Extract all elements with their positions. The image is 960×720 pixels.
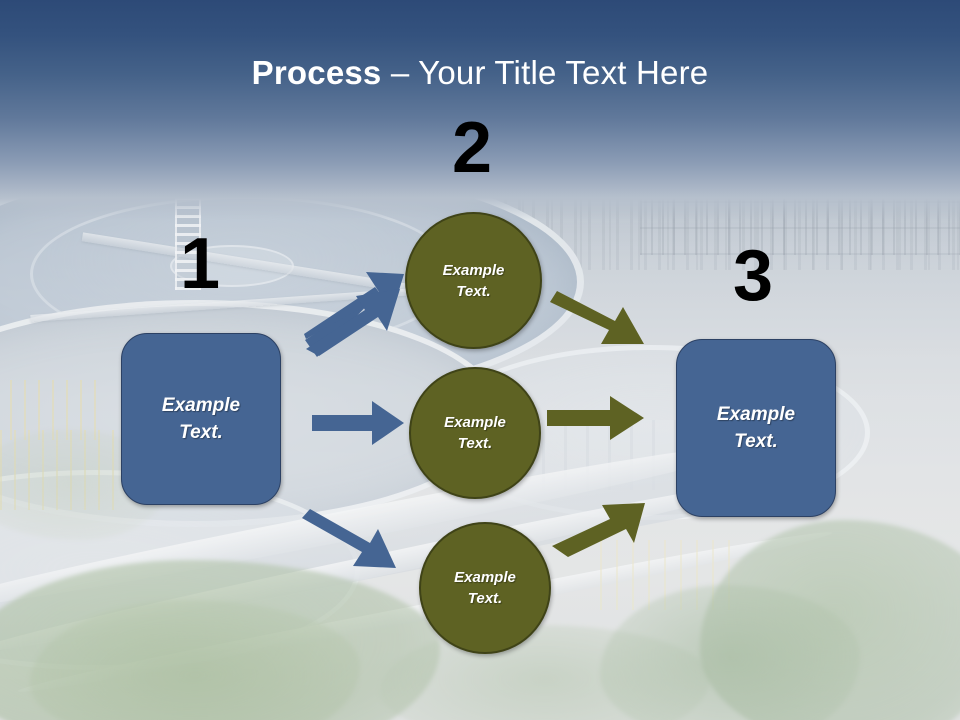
process-circle-middle-line1: Example	[444, 414, 506, 431]
step-number-1: 1	[179, 224, 221, 304]
slide-title-bold: Process	[251, 54, 382, 91]
arrow-middle-to-out	[547, 396, 644, 440]
process-input-box[interactable]: Example Text.	[121, 333, 281, 505]
vegetation-bottom-left-2	[30, 600, 360, 720]
process-circle-top-line1: Example	[442, 261, 505, 279]
arrow-in-to-middle	[312, 401, 404, 445]
vegetation-bottom-right-2	[600, 585, 860, 720]
process-circle-top-label: Example Text.	[443, 260, 505, 302]
process-output-box-label: Example Text.	[717, 401, 795, 455]
process-input-box-line1: Example	[161, 395, 241, 416]
handrail-lower-left	[0, 430, 120, 510]
step-number-2: 2	[451, 108, 493, 188]
arrow-bottom-to-out	[552, 503, 645, 557]
process-circle-middle[interactable]: Example Text.	[409, 367, 541, 499]
process-input-box-label: Example Text.	[162, 392, 240, 446]
process-output-box-line2: Text.	[734, 431, 778, 452]
arrow-in-to-top-shape	[306, 289, 400, 356]
process-circle-top-line2: Text.	[456, 282, 491, 300]
process-output-box-line1: Example	[716, 404, 796, 425]
process-circle-middle-label: Example Text.	[444, 412, 506, 454]
process-input-box-line2: Text.	[179, 422, 223, 443]
slide-title: Process – Your Title Text Here	[0, 52, 960, 94]
slide-title-rest: – Your Title Text Here	[381, 54, 709, 91]
step-number-3: 3	[732, 236, 774, 316]
process-circle-bottom-label: Example Text.	[454, 567, 516, 609]
title-band-gradient	[0, 0, 960, 220]
process-circle-bottom-line2: Text.	[467, 590, 503, 607]
arrow-top-to-out	[550, 291, 644, 344]
process-circle-bottom[interactable]: Example Text.	[419, 522, 551, 654]
process-circle-middle-line2: Text.	[457, 435, 493, 452]
arrow-in-to-bottom	[302, 509, 396, 568]
process-circle-bottom-line1: Example	[454, 569, 516, 586]
process-output-box[interactable]: Example Text.	[676, 339, 836, 517]
process-circle-top[interactable]: Example Text.	[405, 212, 542, 349]
